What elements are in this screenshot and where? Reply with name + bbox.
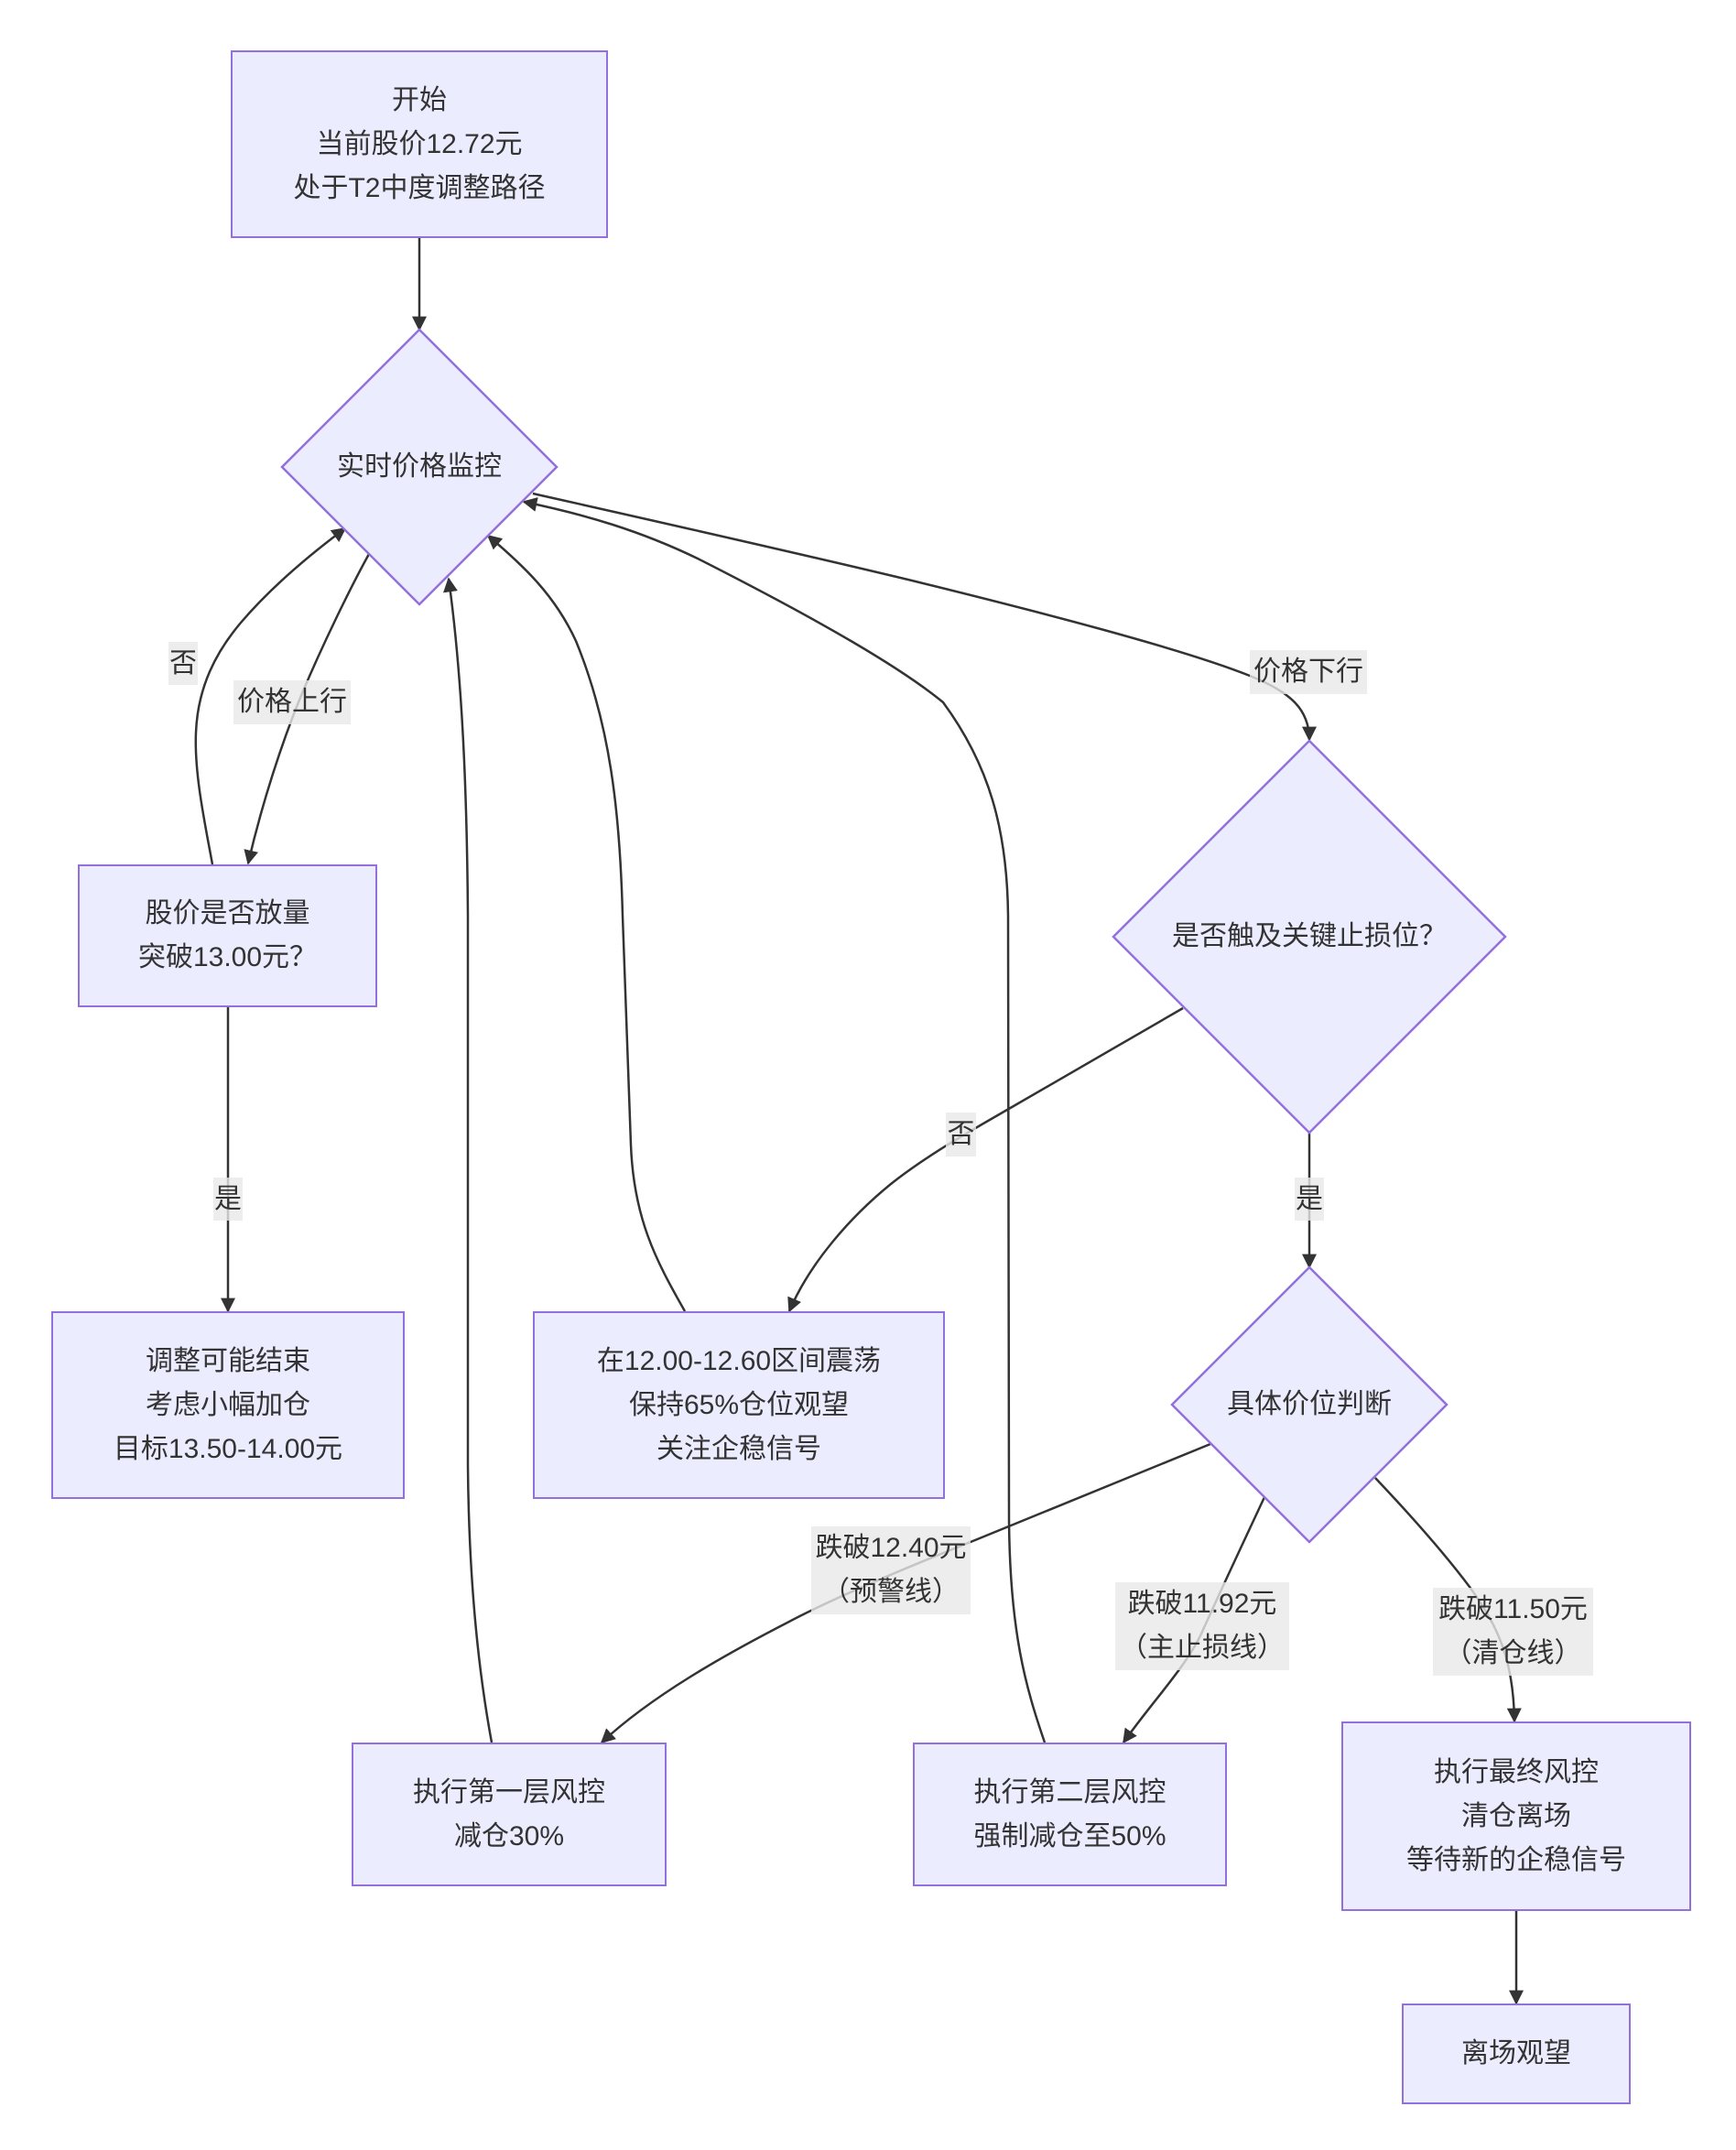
edge-monitor-to-stoploss-check — [532, 492, 1317, 742]
edge-label-text: 是 — [1296, 1183, 1323, 1214]
edge-stoploss-check-to-range-hold — [787, 1006, 1184, 1313]
node-exit-watch: 离场观望 — [1402, 2003, 1631, 2104]
node-text-line: 当前股价12.72元 — [316, 128, 523, 159]
edge-label-text: 是 — [214, 1183, 242, 1214]
node-start: 开始 当前股价12.72元 处于T2中度调整路径 — [231, 50, 608, 238]
node-monitor-decision: 实时价格监控 — [282, 330, 557, 604]
edge-breakout-check-to-monitor — [194, 527, 347, 865]
edge-range-hold-to-monitor — [486, 534, 687, 1312]
node-level-decision: 具体价位判断 — [1172, 1267, 1447, 1542]
edge-label-text: （预警线） — [822, 1577, 960, 1607]
node-text-line: 离场观望 — [1461, 2038, 1571, 2069]
node-text-line: 股价是否放量 — [145, 898, 310, 928]
node-risk-level-2: 执行第二层风控 强制减仓至50% — [913, 1743, 1227, 1886]
node-risk-level-1: 执行第一层风控 减仓30% — [352, 1743, 667, 1886]
node-text-line: 考虑小幅加仓 — [146, 1389, 310, 1420]
node-text-line: 执行最终风控 — [1434, 1756, 1599, 1787]
node-text-line: 开始 — [392, 84, 447, 115]
node-text-line: 执行第二层风控 — [973, 1776, 1166, 1808]
diamond-shape — [1113, 741, 1505, 1133]
edge-label-stoploss-no: 否 — [946, 1113, 976, 1156]
edge-label-stoploss-yes: 是 — [1295, 1178, 1324, 1221]
edge-label-break-11-50: 跌破11.50元 （清仓线） — [1433, 1588, 1593, 1676]
node-text-line: 强制减仓至50% — [973, 1820, 1166, 1851]
edge-risk-level-1-to-monitor — [443, 577, 494, 1743]
node-text-line: 等待新的企稳信号 — [1406, 1844, 1626, 1875]
edge-label-break-12-40: 跌破12.40元 （预警线） — [811, 1526, 971, 1614]
node-range-hold: 在12.00-12.60区间震荡 保持65%仓位观望 关注企稳信号 — [533, 1311, 945, 1499]
edge-label-text: 跌破11.50元 — [1438, 1594, 1588, 1624]
node-risk-final: 执行最终风控 清仓离场 等待新的企稳信号 — [1341, 1721, 1691, 1911]
node-text-line: 具体价位判断 — [1227, 1389, 1392, 1419]
edge-label-price-up: 价格上行 — [233, 680, 351, 724]
edge-label-text: （主止损线） — [1120, 1633, 1285, 1663]
edge-risk-level-2-to-monitor — [522, 497, 1047, 1743]
edge-label-text: （清仓线） — [1444, 1638, 1582, 1668]
node-text-line: 在12.00-12.60区间震荡 — [596, 1345, 882, 1376]
node-stoploss-decision: 是否触及关键止损位？ — [1113, 741, 1505, 1133]
edge-label-text: 跌破11.92元 — [1127, 1589, 1277, 1619]
node-adjust-end: 调整可能结束 考虑小幅加仓 目标13.50-14.00元 — [51, 1311, 405, 1499]
node-text-line: 执行第一层风控 — [413, 1776, 605, 1808]
edge-label-break-11-92: 跌破11.92元 （主止损线） — [1115, 1582, 1289, 1670]
edge-label-breakout-no: 否 — [168, 642, 198, 685]
node-text-line: 调整可能结束 — [146, 1345, 310, 1376]
edge-label-text: 否 — [169, 647, 197, 679]
node-text-line: 处于T2中度调整路径 — [293, 172, 546, 203]
edge-label-text: 价格上行 — [237, 687, 347, 717]
node-text-line: 保持65%仓位观望 — [628, 1389, 850, 1420]
node-text-line: 清仓离场 — [1461, 1800, 1571, 1831]
node-breakout-check: 股价是否放量 突破13.00元？ — [78, 864, 377, 1007]
edge-label-breakout-yes: 是 — [213, 1178, 243, 1221]
edge-label-text: 价格下行 — [1253, 657, 1363, 687]
node-text-line: 突破13.00元？ — [137, 942, 318, 972]
node-text-line: 目标13.50-14.00元 — [113, 1433, 343, 1464]
diamond-shape — [1172, 1267, 1447, 1542]
node-text-line: 关注企稳信号 — [656, 1433, 821, 1464]
edge-label-text: 跌破12.40元 — [815, 1533, 967, 1563]
node-text-line: 减仓30% — [453, 1820, 565, 1851]
edge-label-price-down: 价格下行 — [1250, 650, 1367, 694]
edge-label-text: 否 — [947, 1119, 975, 1149]
node-text-line: 是否触及关键止损位？ — [1172, 921, 1447, 951]
node-text-line: 实时价格监控 — [337, 451, 502, 482]
